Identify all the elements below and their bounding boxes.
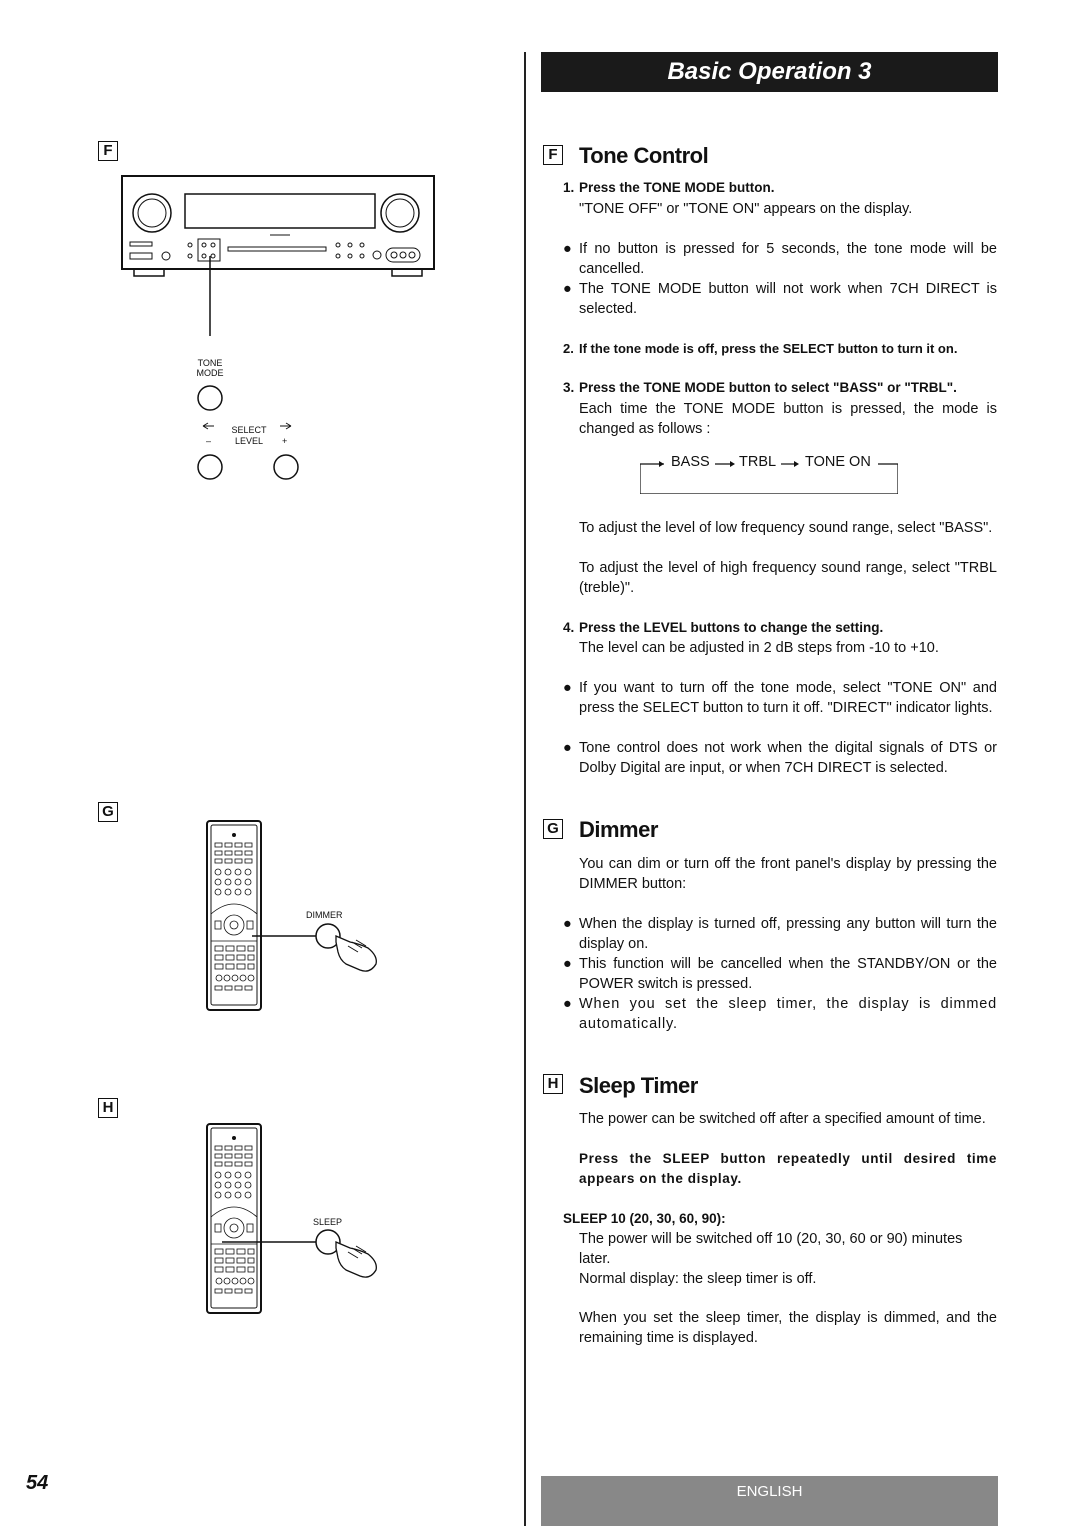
flow-trbl: TRBL [739, 454, 777, 470]
bullet-text: This function will be cancelled when the… [579, 956, 997, 992]
sleep-label: SLEEP [313, 1217, 343, 1227]
dimmer-intro: You can dim or turn off the front panel'… [579, 856, 997, 892]
step-text: Press the TONE MODE button. [579, 180, 775, 195]
bullet-text: The TONE MODE button will not work when … [579, 281, 997, 317]
dimmer-heading: Dimmer [579, 817, 658, 842]
sleep-normal-display: Normal display: the sleep timer is off. [579, 1271, 817, 1287]
bullet-text: If you want to turn off the tone mode, s… [579, 680, 997, 716]
step-number: 4. [563, 620, 575, 635]
dimmer-label: DIMMER [306, 910, 343, 920]
minus-label: – [206, 436, 212, 446]
section-letter-f: F [543, 145, 563, 165]
page-title: Basic Operation 3 [541, 52, 998, 92]
remote-sleep-illustration [206, 1123, 377, 1314]
tone-mode-cycle-diagram: BASS TRBL TONE ON [640, 452, 898, 494]
bullet-icon: ● [563, 996, 572, 1012]
figure-label-h: H [98, 1098, 118, 1118]
tone-step-3: 3. Press the TONE MODE button to select "… [563, 378, 998, 398]
mode-label: MODE [196, 368, 224, 378]
tone-step-4-detail: The level can be adjusted in 2 dB steps … [579, 640, 939, 656]
section-letter-g: G [543, 819, 563, 839]
bullet-text: When the display is turned off, pressing… [579, 916, 997, 952]
sleep-para: When you set the sleep timer, the displa… [579, 1310, 997, 1346]
dimmer-bullet-2: ● This function will be cancelled when th… [563, 954, 997, 994]
flow-tone-on: TONE ON [805, 454, 871, 470]
tone-step-1-detail: "TONE OFF" or "TONE ON" appears on the d… [579, 201, 913, 217]
dimmer-bullet-1: ● When the display is turned off, pressin… [563, 914, 997, 954]
plus-label: + [282, 436, 288, 446]
cycle-loop-lines [640, 461, 898, 494]
bullet-text: When you set the sleep timer, the displa… [579, 996, 997, 1032]
page-number: 54 [26, 1472, 49, 1494]
tone-mode-label: TONE MODE [180, 358, 240, 378]
step-text: If the tone mode is off, press the SELEC… [579, 341, 958, 356]
section-letter-h: H [543, 1074, 563, 1094]
sleep-instruction: Press the SLEEP button repeatedly until … [579, 1151, 997, 1186]
receiver-front-panel-illustration [121, 175, 435, 480]
bullet-icon: ● [563, 241, 572, 257]
column-divider [524, 52, 526, 1526]
step-number: 2. [563, 341, 574, 356]
figure-label-g: G [98, 802, 118, 822]
tone-label: TONE [197, 358, 223, 368]
sleep-timer-heading: Sleep Timer [579, 1073, 698, 1098]
bullet-icon: ● [563, 281, 572, 297]
tone-bullet-3: ● If you want to turn off the tone mode, … [563, 678, 997, 718]
sleep-subtext: The power will be switched off 10 (20, 3… [579, 1231, 963, 1267]
tone-step-1: 1. Press the TONE MODE button. [563, 178, 998, 198]
step-text: Press the TONE MODE button to select "BA… [579, 380, 957, 395]
remote-dimmer-illustration [206, 820, 377, 1011]
tone-step-3-detail: Each time the TONE MODE button is presse… [579, 401, 997, 437]
bullet-icon: ● [563, 916, 572, 932]
tone-control-heading: Tone Control [579, 143, 709, 168]
tone-bullet-1: ● If no button is pressed for 5 seconds, … [563, 239, 997, 279]
step-number: 3. [563, 380, 575, 395]
tone-para-trbl: To adjust the level of high frequency so… [579, 560, 997, 596]
language-label: ENGLISH [541, 1476, 998, 1526]
bullet-icon: ● [563, 956, 572, 972]
bullet-icon: ● [563, 740, 572, 756]
sleep-intro: The power can be switched off after a sp… [579, 1111, 986, 1127]
flow-bass: BASS [671, 454, 710, 470]
dimmer-bullet-3: ● When you set the sleep timer, the displ… [563, 994, 997, 1034]
bullet-text: If no button is pressed for 5 seconds, t… [579, 241, 997, 277]
bullet-text: Tone control does not work when the digi… [579, 740, 997, 776]
tone-step-2: 2. If the tone mode is off, press the SEL… [563, 339, 998, 359]
step-text: Press the LEVEL buttons to change the se… [579, 620, 884, 635]
tone-para-bass: To adjust the level of low frequency sou… [579, 520, 993, 536]
figure-label-f: F [98, 141, 118, 161]
level-label: LEVEL [234, 436, 264, 446]
tone-bullet-4: ● Tone control does not work when the dig… [563, 738, 997, 778]
bullet-icon: ● [563, 680, 572, 696]
tone-bullet-2: ● The TONE MODE button will not work when… [563, 279, 997, 319]
step-number: 1. [563, 180, 575, 195]
sleep-subheading: SLEEP 10 (20, 30, 60, 90): [563, 1211, 726, 1226]
select-label: SELECT [231, 425, 267, 435]
tone-step-4: 4. Press the LEVEL buttons to change the … [563, 618, 998, 638]
